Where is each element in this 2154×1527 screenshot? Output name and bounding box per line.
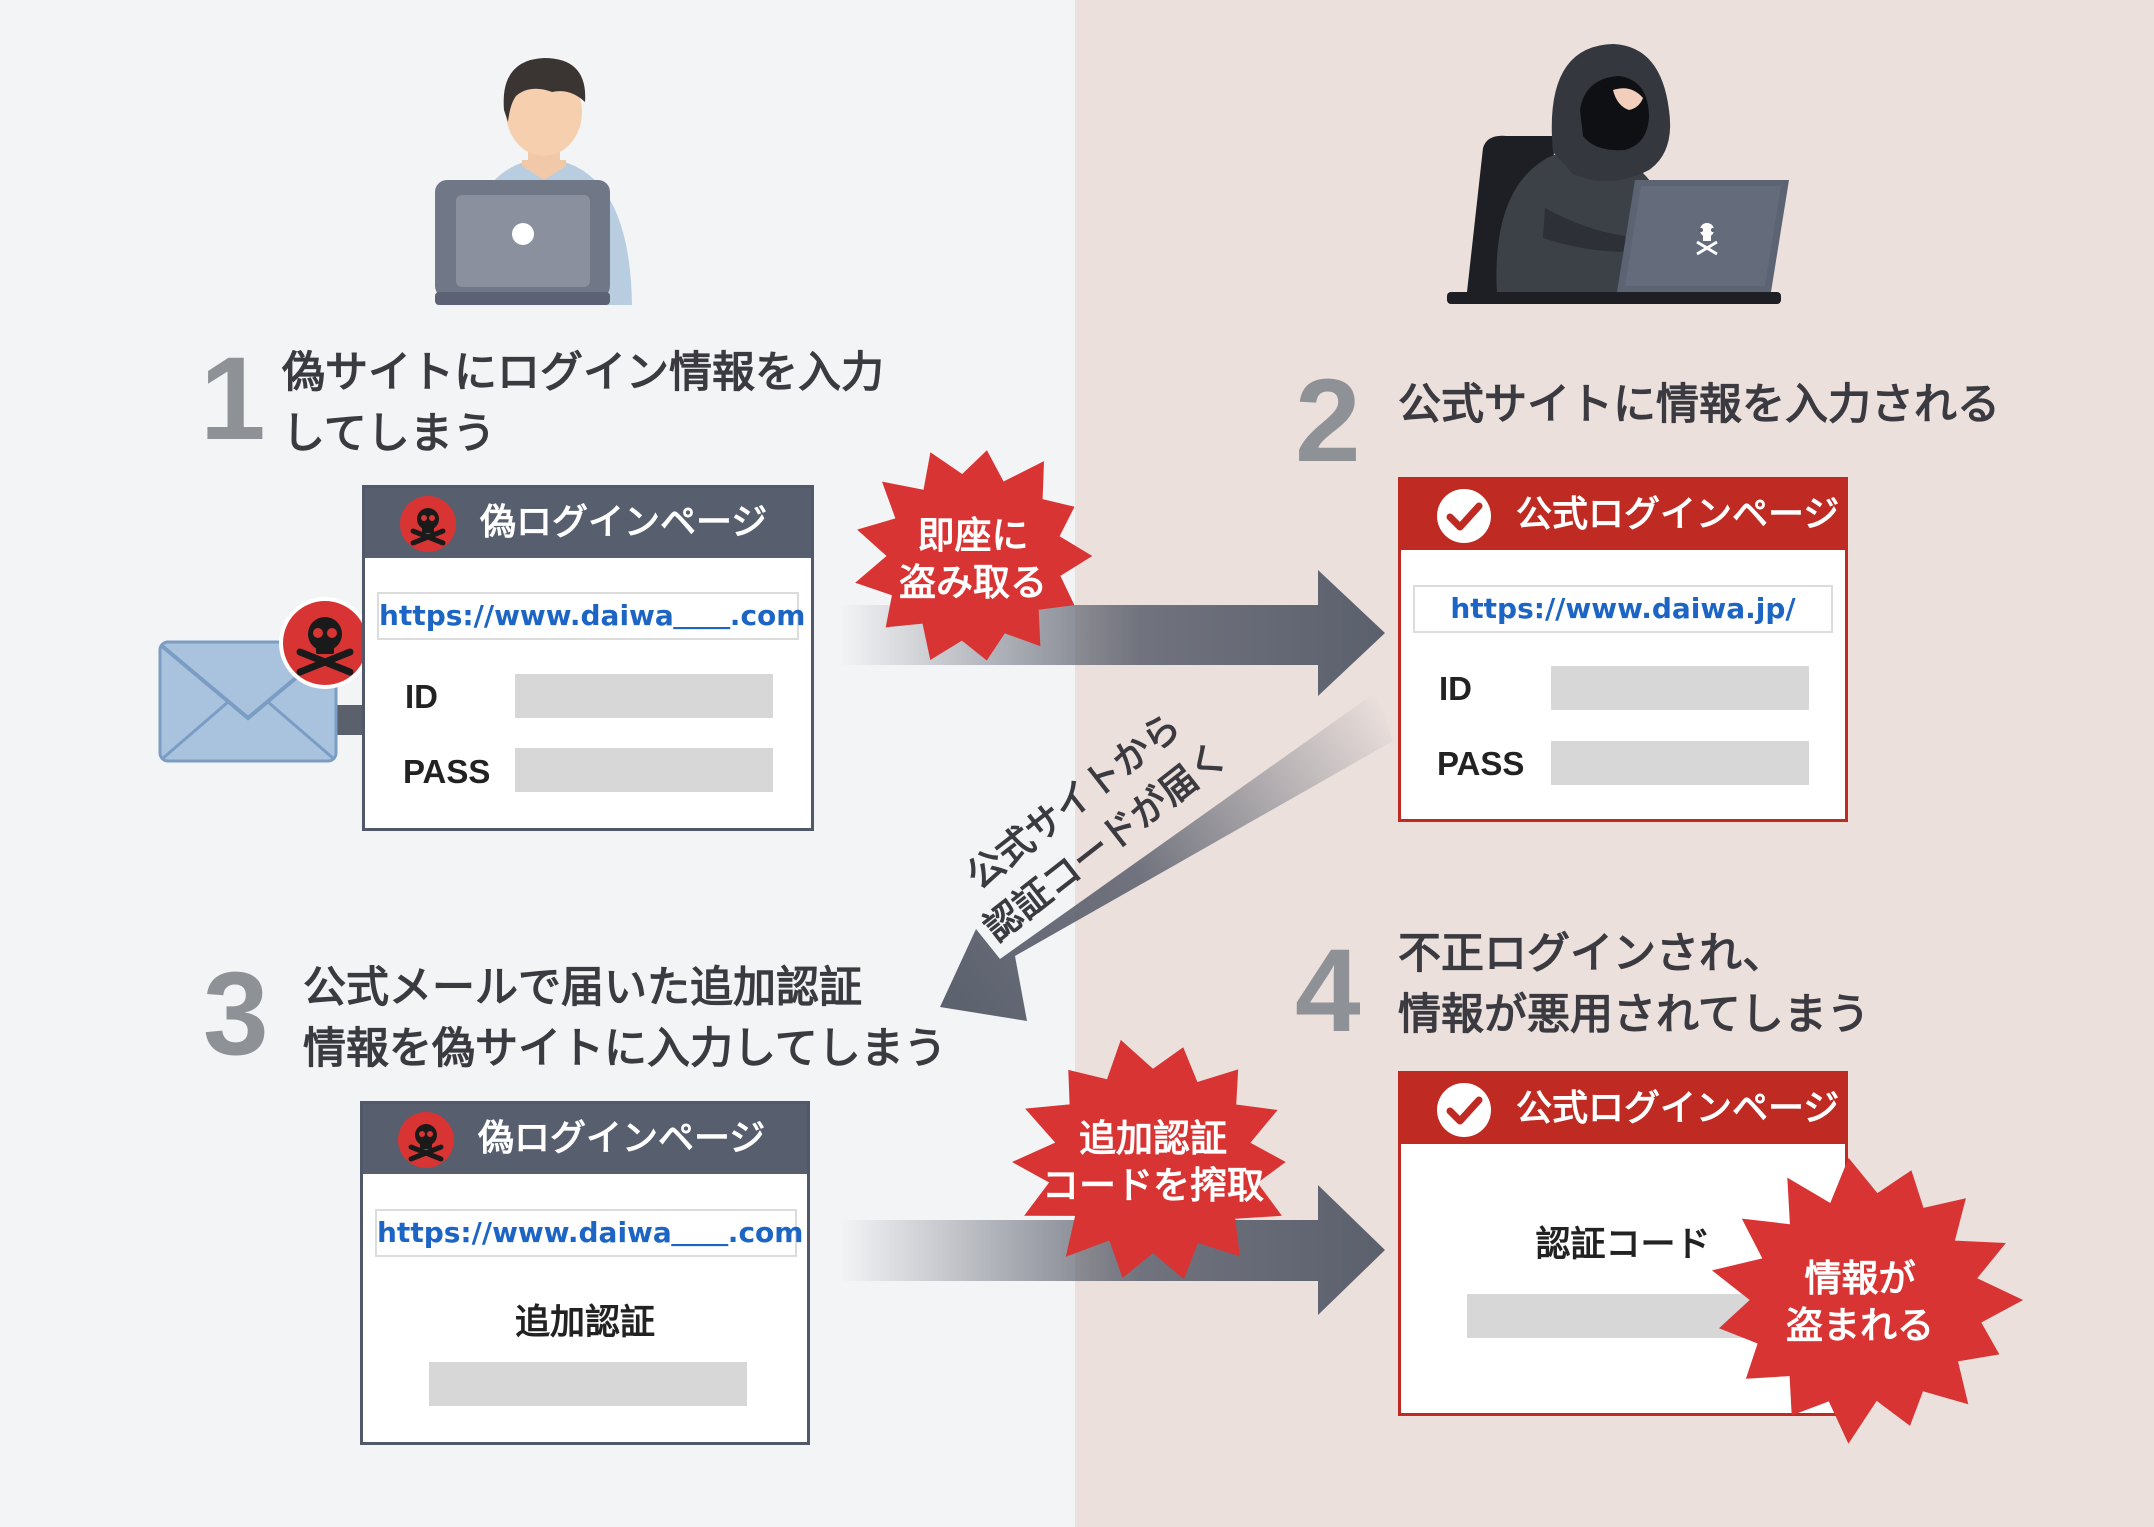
step-2-description: 公式サイトに情報を入力される	[1398, 375, 2000, 436]
arrow-step2-to-step3	[940, 692, 1393, 1021]
skull-icon	[398, 1112, 454, 1168]
official-page-header: 公式ログインページ	[1401, 480, 1845, 550]
step-3-line-2: 情報を偽サイトに入力してしまう	[303, 1024, 947, 1074]
step-1-number: 1	[200, 333, 266, 465]
fake-page-header: 偽ログインページ	[363, 1104, 807, 1174]
pass-input[interactable]	[515, 748, 773, 792]
step-3-number: 3	[203, 948, 269, 1080]
burst-steal-instantly-text: 即座に 盗み取る	[893, 512, 1053, 606]
step-4-description: 不正ログインされ、 情報が悪用されてしまう	[1398, 924, 1870, 1046]
pass-label: PASS	[403, 753, 491, 790]
burst-info-stolen-line-1: 情報が	[1804, 1257, 1916, 1300]
fake-login-page-1: 偽ログインページ https://www.daiwa＿＿.com ID PASS	[362, 485, 814, 831]
burst-steal-code	[1012, 1039, 1286, 1280]
id-input[interactable]	[515, 674, 773, 718]
official-url-bar[interactable]: https://www.daiwa.jp/	[1413, 585, 1833, 633]
burst-c-shape	[1712, 1157, 2024, 1444]
burst-steal-instantly-line-2: 盗み取る	[899, 561, 1047, 604]
additional-auth-input[interactable]	[429, 1362, 747, 1406]
burst-steal-code-line-1: 追加認証	[1079, 1117, 1227, 1160]
official-page-title: 公式ログインページ	[1516, 1088, 1840, 1129]
mail-skull-icon	[279, 597, 371, 689]
id-label: ID	[1439, 670, 1472, 707]
fake-login-page-3: 偽ログインページ https://www.daiwa＿＿.com 追加認証	[360, 1101, 810, 1445]
step-1-description: 偽サイトにログイン情報を入力 してしまう	[282, 343, 884, 465]
burst-info-stolen-text: 情報が 盗まれる	[1745, 1255, 1975, 1349]
fake-page-title: 偽ログインページ	[480, 502, 768, 543]
check-circle-icon	[1437, 489, 1491, 543]
official-login-page-2: 公式ログインページ https://www.daiwa.jp/ ID PASS	[1398, 477, 1848, 822]
check-circle-icon	[1437, 1083, 1491, 1137]
step-4-line-2: 情報が悪用されてしまう	[1398, 990, 1870, 1040]
fake-page-title: 偽ログインページ	[478, 1118, 766, 1159]
burst-steal-code-line-2: コードを搾取	[1042, 1164, 1264, 1207]
official-page-title: 公式ログインページ	[1516, 494, 1840, 535]
fake-url-bar[interactable]: https://www.daiwa＿＿.com	[375, 1209, 803, 1257]
step-3-line-1: 公式メールで届いた追加認証	[303, 963, 862, 1013]
official-login-page-4: 公式ログインページ 認証コード	[1398, 1071, 1848, 1416]
burst-a-shape	[855, 450, 1093, 661]
burst-steal-code-text: 追加認証 コードを搾取	[1033, 1115, 1273, 1209]
hooded-hacker-icon	[1447, 44, 1789, 304]
burst-info-stolen-line-2: 盗まれる	[1786, 1304, 1934, 1347]
id-label: ID	[405, 678, 438, 715]
fake-url-bar[interactable]: https://www.daiwa＿＿.com	[377, 592, 805, 640]
skull-icon	[400, 496, 456, 552]
pass-input[interactable]	[1551, 741, 1809, 785]
arrow-step3-to-step4	[840, 1185, 1385, 1315]
victim-person-laptop-icon	[435, 58, 632, 305]
id-input[interactable]	[1551, 666, 1809, 710]
arrow-step1-to-step2	[840, 570, 1385, 696]
step-1-line-2: してしまう	[282, 409, 496, 459]
step-1-line-1: 偽サイトにログイン情報を入力	[282, 348, 884, 398]
step-3-description: 公式メールで届いた追加認証 情報を偽サイトに入力してしまう	[303, 958, 947, 1080]
additional-auth-label: 追加認証	[514, 1303, 655, 1343]
burst-steal-instantly-line-1: 即座に	[917, 514, 1029, 557]
auth-code-label: 認証コード	[1535, 1225, 1711, 1265]
burst-steal-instantly	[855, 450, 1093, 661]
burst-info-stolen	[1712, 1157, 2024, 1444]
burst-b-shape	[1012, 1039, 1286, 1280]
fake-page-header: 偽ログインページ	[365, 488, 811, 558]
step-2-line-1: 公式サイトに情報を入力される	[1398, 380, 2000, 430]
step-4-number: 4	[1295, 925, 1361, 1057]
official-page-header: 公式ログインページ	[1401, 1074, 1845, 1144]
pass-label: PASS	[1437, 745, 1525, 782]
step-2-number: 2	[1295, 355, 1361, 487]
step-4-line-1: 不正ログインされ、	[1398, 929, 1786, 979]
